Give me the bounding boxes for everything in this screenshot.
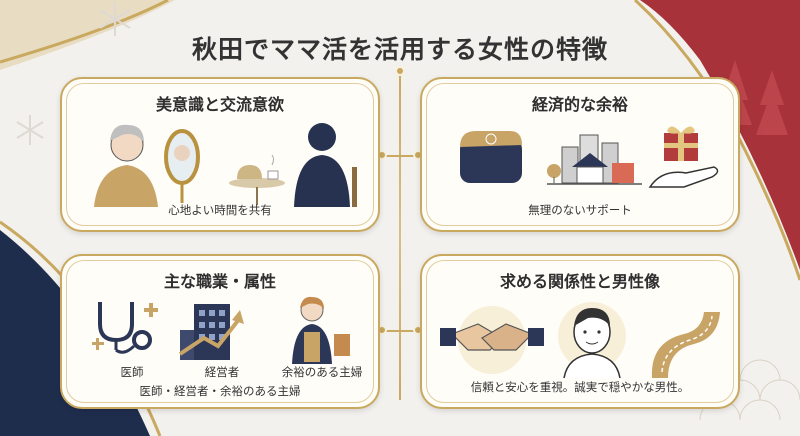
occupation-label: 医師 xyxy=(120,365,144,379)
page-title: 秋田でママ活を活用する女性の特徴 xyxy=(191,35,608,64)
wallet-icon xyxy=(460,131,522,183)
man-silhouette-icon xyxy=(294,123,357,207)
woman-mirror-icon xyxy=(94,124,200,207)
card-caption: 信頼と安心を重視。誠実で穏やかな男性。 xyxy=(470,380,690,394)
connector-dot xyxy=(395,66,405,76)
card-beauty: 美意識と交流意欲 xyxy=(60,77,380,232)
building-chart-icon xyxy=(178,304,244,360)
card-title: 求める関係性と男性像 xyxy=(499,272,660,291)
card-caption: 無理のないサポート xyxy=(528,203,632,217)
card-title: 経済的な余裕 xyxy=(531,95,628,114)
coffee-table-icon xyxy=(229,154,285,205)
card-occupation: 主な職業・属性 xyxy=(60,254,380,409)
occupation-label: 余裕のある主婦 xyxy=(281,365,363,379)
card-relationship: 求める関係性と男性像 xyxy=(420,254,740,409)
stethoscope-icon xyxy=(92,302,158,354)
housewife-icon xyxy=(292,296,350,364)
card-title: 主な職業・属性 xyxy=(163,272,276,291)
occupation-label: 経営者 xyxy=(204,365,240,379)
connector-top xyxy=(382,155,418,157)
center-divider xyxy=(399,70,401,400)
card-title: 美意識と交流意欲 xyxy=(155,95,284,114)
card-economy: 経済的な余裕 xyxy=(420,77,740,232)
town-icon xyxy=(547,134,642,185)
gift-hand-icon xyxy=(648,126,719,188)
connector-bottom xyxy=(382,330,418,332)
road-icon xyxy=(651,312,720,378)
handshake-icon xyxy=(440,306,544,374)
man-face-icon xyxy=(558,302,626,379)
card-caption: 心地よい時間を共有 xyxy=(168,203,272,217)
card-caption: 医師・経営者・余裕のある主婦 xyxy=(139,384,301,398)
